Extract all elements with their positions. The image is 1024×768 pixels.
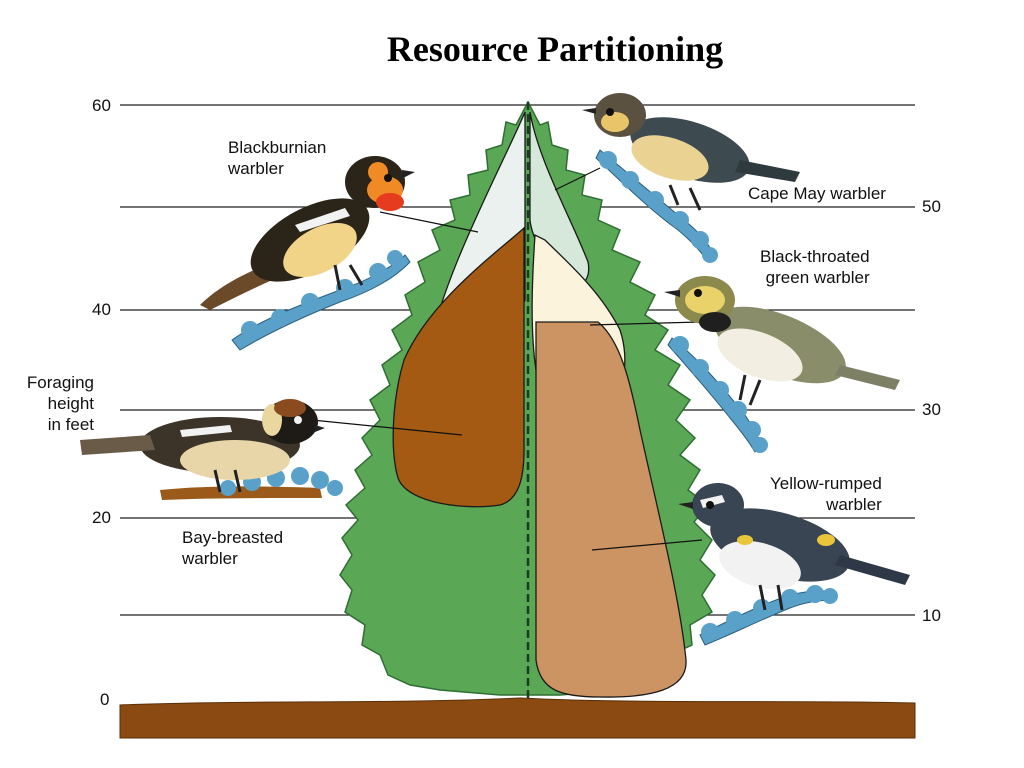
leader-lines [311,167,703,551]
tick-0: 0 [100,690,110,709]
bay-breasted-zone [392,226,525,508]
page-title: Resource Partitioning [386,29,724,69]
tick-20: 20 [92,508,111,527]
black-throated-green-warbler-label: Black-throated green warbler [760,247,870,287]
tick-60: 60 [92,96,111,115]
cape-may-warbler-illustration [582,93,800,263]
axis-label: Foraging height in feet [26,373,94,434]
bay-breasted-warbler-illustration [80,399,343,500]
tick-50: 50 [922,197,941,216]
blackburnian-warbler-label: Blackburnian warbler [228,138,327,178]
yellow-rumped-warbler-label: Yellow-rumped warbler [770,474,882,514]
yellow-rumped-warbler-illustration [678,483,910,646]
tick-10: 10 [922,606,941,625]
ground [119,697,916,739]
blackburnian-warbler-illustration [200,156,415,351]
black-throated-green-warbler-illustration [664,276,900,453]
tick-30: 30 [922,400,941,419]
bay-breasted-warbler-label: Bay-breasted warbler [182,528,284,568]
yellow-rumped-zone [535,321,687,698]
tick-40: 40 [92,300,111,319]
cape-may-warbler-label: Cape May warbler [748,184,886,203]
